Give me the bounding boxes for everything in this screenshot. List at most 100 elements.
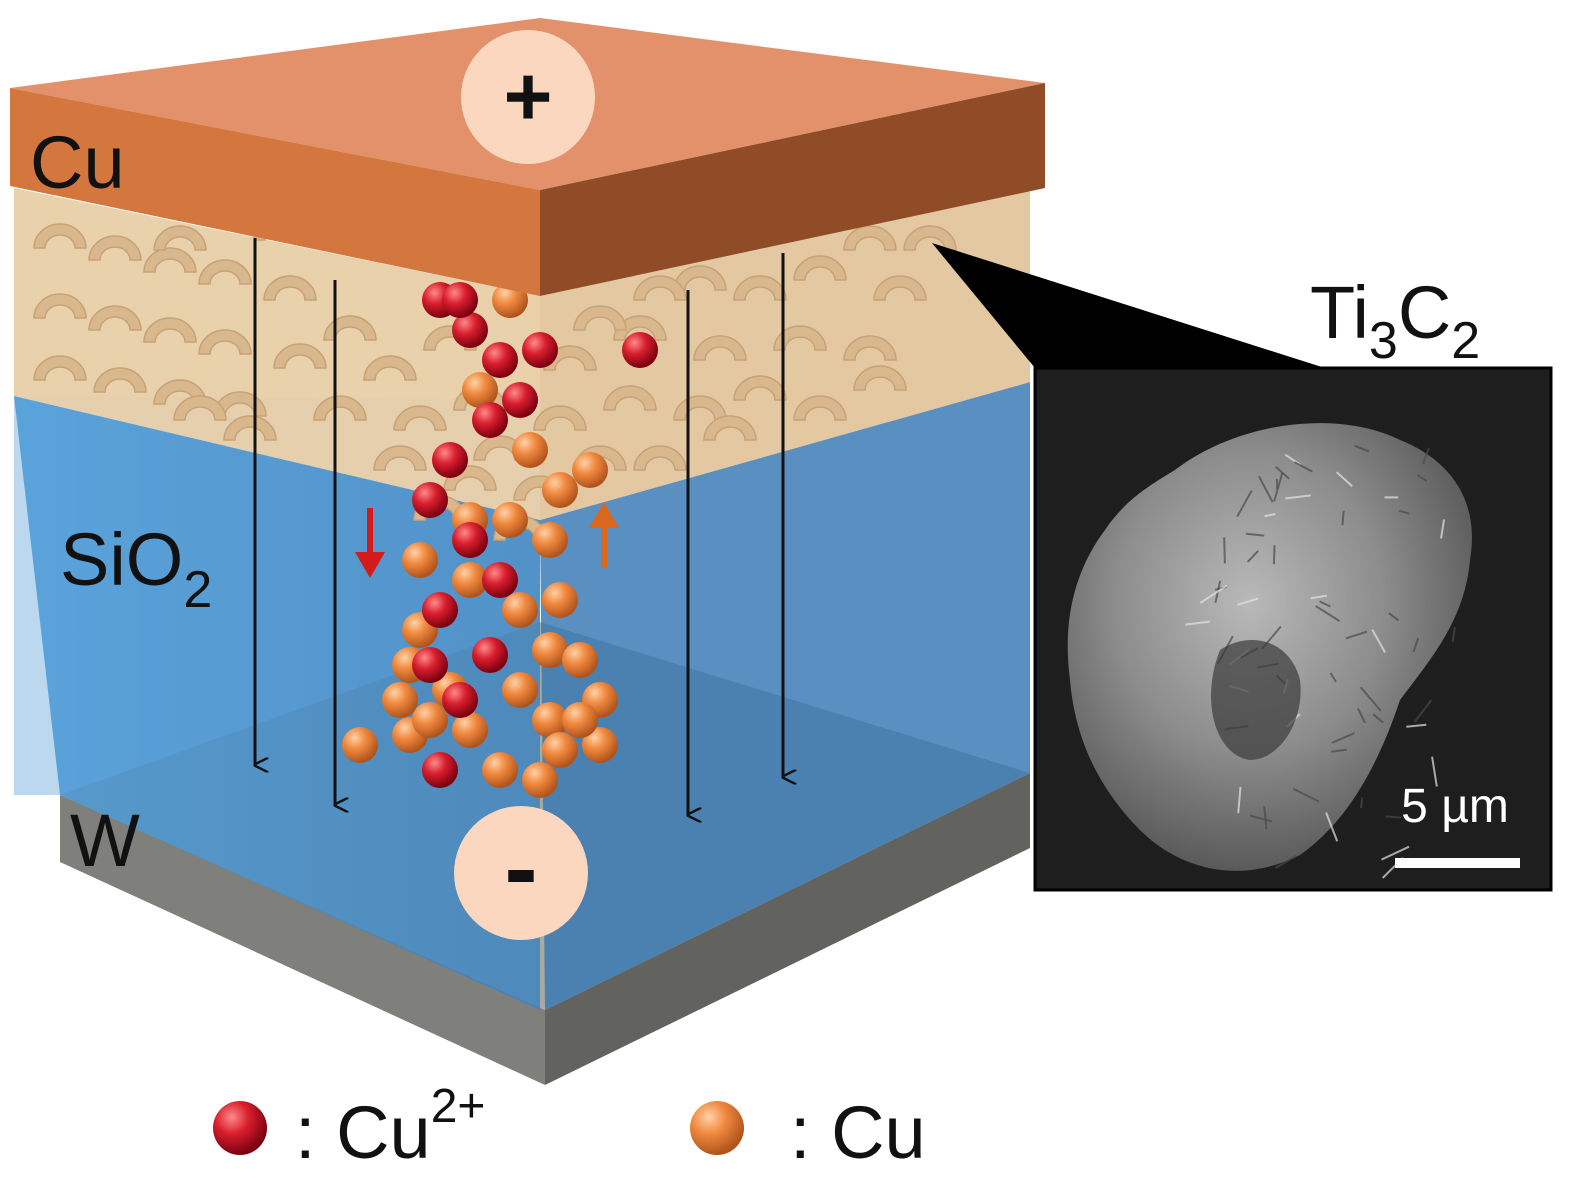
cu-atom (452, 562, 488, 598)
sem-flake-texture (1412, 637, 1420, 653)
sem-flake-texture (1199, 584, 1228, 604)
sem-flake-texture (1431, 756, 1438, 787)
w-front-face (60, 795, 545, 1085)
ti3c2-flake (733, 375, 787, 401)
cu-ion (412, 482, 448, 518)
sem-flake-texture (1331, 732, 1355, 744)
tan-side-face (540, 188, 1030, 520)
minus-terminal-icon: - (454, 806, 588, 940)
ti3c2-flake (198, 329, 252, 355)
ti3c2-sub1: 3 (1369, 312, 1398, 370)
sem-flake-texture (1406, 723, 1427, 728)
cu-atom-icon (690, 1101, 744, 1155)
sem-flake-texture (1413, 699, 1433, 723)
ti3c2-flake (373, 445, 427, 471)
cu-atom (462, 372, 498, 408)
negative-terminal-label: - (504, 812, 537, 924)
cu-atom (382, 682, 418, 718)
ti3c2-flake (633, 275, 687, 301)
cu-ion (522, 332, 558, 368)
legend-ion-text: : Cu (295, 1091, 431, 1174)
sem-flake-texture (1398, 509, 1410, 515)
ti3c2-flake (263, 275, 317, 301)
ti3c2-flake (843, 225, 897, 251)
cu-ion (472, 402, 508, 438)
ti3c2-flake (93, 367, 147, 393)
sem-flake-texture (1357, 708, 1366, 724)
sem-flake-texture (1273, 472, 1284, 502)
sem-flake-texture (1341, 510, 1345, 526)
ti3c2-flake (88, 305, 142, 331)
ti3c2-flake (223, 415, 277, 441)
sem-flake-texture (1185, 620, 1211, 626)
cu-atom (542, 582, 578, 618)
sem-flake-texture (1372, 713, 1384, 724)
cu-atom (562, 702, 598, 738)
ti3c2-flake (633, 445, 687, 471)
sem-flake-texture (1345, 630, 1368, 640)
cu-ion (422, 592, 458, 628)
cu-ion (482, 562, 518, 598)
legend-ion-label: : Cu2+ (295, 1080, 485, 1174)
ti3c2-flake (33, 223, 87, 249)
cu-ion-icon (213, 1101, 267, 1155)
cu-side-face (540, 83, 1045, 296)
sem-flake-texture (1249, 814, 1273, 823)
cu-atom (562, 642, 598, 678)
sem-flake-texture (1331, 748, 1348, 753)
ti3c2-flake (273, 343, 327, 369)
cu-ion (452, 312, 488, 348)
ti3c2-flake (843, 335, 897, 361)
sem-flake-texture (1245, 532, 1265, 537)
cu-atom (542, 732, 578, 768)
scale-bar (1395, 858, 1520, 868)
sem-flake-texture (1285, 494, 1311, 500)
positive-terminal-label: + (503, 49, 552, 143)
ti3c2-c: C (1398, 271, 1451, 354)
sem-flake-texture (1385, 815, 1402, 819)
cu-ion (442, 682, 478, 718)
ti3c2-flake (853, 365, 907, 391)
ti3c2-flake (793, 255, 847, 281)
ti3c2-flake (313, 395, 367, 421)
sem-flake-texture (1325, 812, 1339, 842)
sem-flake-texture (1264, 513, 1276, 518)
w-side-face (545, 773, 1030, 1085)
down-arrow-icon (355, 508, 385, 578)
ti3c2-flake (33, 355, 87, 381)
scale-bar-label: 5 µm (1401, 780, 1509, 833)
cu-atom (342, 727, 378, 763)
cu-atom (452, 712, 488, 748)
sem-flake-texture (1237, 597, 1259, 606)
ti3c2-ti: Ti (1310, 271, 1369, 354)
cu-atom (522, 762, 558, 798)
ti3c2-label: Ti3C2 (1310, 271, 1480, 370)
sem-flake-texture (1422, 447, 1430, 465)
cu-atom (582, 727, 618, 763)
cu-atom (402, 542, 438, 578)
cu-atom (532, 702, 568, 738)
sem-flake-texture (1292, 788, 1320, 803)
sem-flake-texture (1371, 629, 1386, 653)
ti3c2-flake (153, 225, 207, 251)
ti3c2-flake (143, 247, 197, 273)
zoom-callout (932, 243, 1325, 368)
field-arrows (253, 238, 783, 815)
sem-flake-texture (1275, 854, 1297, 869)
sem-flake-texture (1359, 686, 1382, 712)
cu-atom (572, 452, 608, 488)
sem-flake-texture (1451, 627, 1456, 643)
cu-atom (502, 672, 538, 708)
ti3c2-flake (143, 317, 197, 343)
cu-front-face (10, 88, 540, 296)
sem-flake-texture (1319, 600, 1331, 608)
sem-flake-texture (1275, 466, 1290, 480)
up-arrow-icon (589, 502, 619, 568)
ti3c2-flake (573, 305, 627, 331)
cu-ion (422, 752, 458, 788)
ti3c2-flake (533, 405, 587, 431)
legend-ion-charge: 2+ (431, 1080, 486, 1133)
sem-flake-texture (1310, 594, 1328, 600)
sem-flake-texture (1440, 519, 1446, 539)
